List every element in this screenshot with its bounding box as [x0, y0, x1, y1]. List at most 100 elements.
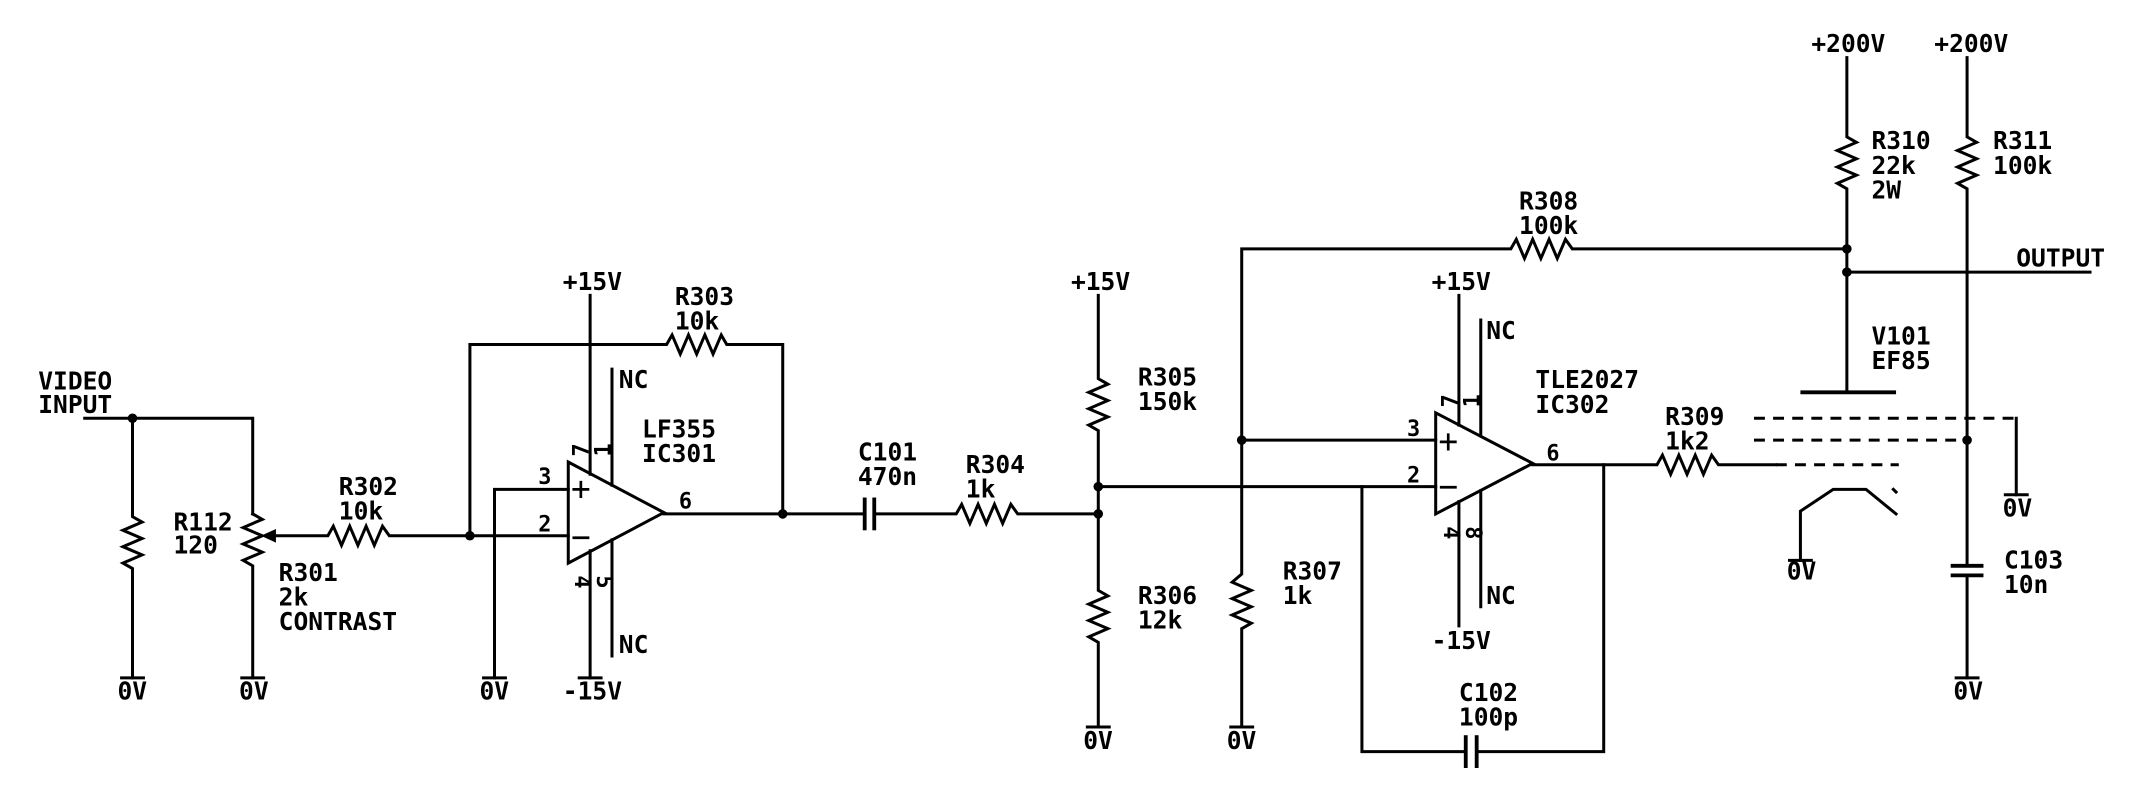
ic302-pin3: 3	[1407, 417, 1420, 442]
valve-stage: +200V R310 22k 2W OUTPUT +200V R311 100k…	[1753, 29, 2105, 706]
ic301-pin1-nc: NC	[619, 365, 649, 394]
r301-function: CONTRAST	[279, 607, 397, 636]
r304-value: 1k	[966, 475, 996, 504]
ic302-minus: −	[1438, 468, 1458, 506]
junction-screen	[1962, 435, 1972, 445]
r306-value: 12k	[1138, 606, 1183, 635]
r307-value: 1k	[1283, 581, 1313, 610]
r301-resistor	[239, 511, 267, 680]
ic301-pin6: 6	[679, 489, 692, 514]
output-label: OUTPUT	[2016, 244, 2105, 273]
junction-r310-feedback	[1842, 244, 1852, 254]
ic302-stage: 0V R307 1k R308 100k + − 3 2 6 +15V -15V…	[1227, 186, 1849, 768]
ic301-minus: −	[571, 518, 591, 556]
r311-resistor	[1953, 56, 1981, 568]
r305-resistor	[1084, 293, 1112, 516]
r310-name: R310	[1871, 126, 1930, 155]
video-input-label-line1: VIDEO	[38, 367, 112, 396]
v101-heater-tick	[1891, 487, 1899, 495]
ic301-pin1: 1	[592, 443, 617, 456]
r302-value: 10k	[339, 496, 384, 525]
r309-resistor	[1531, 451, 1778, 479]
c103-name: C103	[2004, 546, 2063, 575]
ic301-opamp	[566, 459, 668, 566]
c102-value: 100p	[1459, 703, 1518, 732]
ic301-noninv-ground-label: 0V	[479, 677, 509, 706]
r302-name: R302	[339, 472, 398, 501]
c103-ground-label: 0V	[1953, 677, 1983, 706]
ic302-pin2: 2	[1407, 463, 1420, 488]
ic301-vpos-label: +15V	[563, 267, 622, 296]
r305-value: 150k	[1138, 387, 1197, 416]
ic301-pin2: 2	[538, 513, 551, 538]
ic302-pin8: 8	[1460, 526, 1485, 539]
c101-name: C101	[858, 438, 917, 467]
coupling-bias: C101 470n R304 1k +15V R305 150k 0V R306…	[858, 267, 1438, 755]
ic301-part: LF355	[642, 414, 716, 443]
ic302-pin7: 7	[1439, 394, 1464, 407]
ic301-pin5-nc: NC	[619, 630, 649, 659]
r308-name: R308	[1519, 186, 1578, 215]
c101-value: 470n	[858, 462, 917, 491]
ic302-ref: IC302	[1535, 390, 1609, 419]
ic302-pin1-nc: NC	[1486, 316, 1516, 345]
ic301-ref: IC301	[642, 439, 716, 468]
ic301-plus: +	[571, 470, 591, 508]
ic301-pin7: 7	[570, 443, 595, 456]
r306-name: R306	[1138, 581, 1197, 610]
r305-name: R305	[1138, 363, 1197, 392]
r304-resistor	[872, 500, 1100, 528]
c102-loop-wire	[1360, 463, 1606, 754]
r309-name: R309	[1665, 402, 1724, 431]
r311-value: 100k	[1993, 151, 2052, 180]
r304-name: R304	[966, 450, 1025, 479]
v101-name: V101	[1871, 322, 1930, 351]
r309-value: 1k2	[1665, 427, 1709, 456]
r310-resistor	[1833, 56, 1861, 394]
r311-name: R311	[1993, 126, 2052, 155]
r112-name: R112	[173, 507, 232, 536]
v101-cathode	[1798, 487, 1899, 562]
r301-wiper-arrow	[260, 528, 276, 543]
ic301-pin4: 4	[569, 575, 594, 588]
ic302-pin1: 1	[1460, 394, 1485, 407]
r307-name: R307	[1283, 556, 1342, 585]
video-input-label-line2: INPUT	[38, 390, 112, 419]
v101-g3-ground-label: 0V	[2003, 494, 2033, 523]
r311-supply-label: +200V	[1934, 29, 2008, 58]
r310-power: 2W	[1871, 175, 1901, 204]
r112-wire	[119, 416, 146, 680]
ic302-vneg-label: -15V	[1432, 626, 1491, 655]
ic301-noninv-wire	[492, 487, 570, 680]
r306-ground-label: 0V	[1083, 726, 1113, 755]
ic302-part: TLE2027	[1535, 365, 1639, 394]
r301-value: 2k	[279, 582, 309, 611]
ic302-pin6: 6	[1546, 442, 1559, 467]
r303-value: 10k	[675, 307, 720, 336]
r302-resistor	[274, 522, 472, 550]
c102-name: C102	[1459, 678, 1518, 707]
r303-feedback-wire	[468, 331, 785, 538]
r308-value: 100k	[1519, 211, 1578, 240]
r306-resistor	[1084, 512, 1112, 729]
r308-feedback-wire	[1228, 235, 1849, 729]
v101-cathode-ground-label: 0V	[1787, 556, 1817, 585]
ic302-pin8-nc: NC	[1486, 581, 1516, 610]
ic301-pin5: 5	[591, 575, 616, 588]
ic302-vpos-label: +15V	[1432, 267, 1491, 296]
ic302-opamp	[1434, 410, 1536, 517]
r310-supply-label: +200V	[1811, 29, 1885, 58]
c103-value: 10n	[2004, 570, 2048, 599]
r303-name: R303	[675, 282, 734, 311]
ic301-pin3: 3	[538, 465, 551, 490]
r305-supply-label: +15V	[1071, 267, 1130, 296]
input-wire	[83, 416, 255, 516]
r310-value: 22k	[1871, 151, 1916, 180]
ic302-pin4: 4	[1438, 526, 1463, 539]
r112-value: 120	[173, 531, 217, 560]
input-section: VIDEO INPUT 0V R112 120 0V R301 2k CONTR…	[38, 367, 472, 706]
r307-ground-label: 0V	[1227, 726, 1257, 755]
v101-type: EF85	[1871, 346, 1930, 375]
r301-ground-label: 0V	[239, 677, 269, 706]
